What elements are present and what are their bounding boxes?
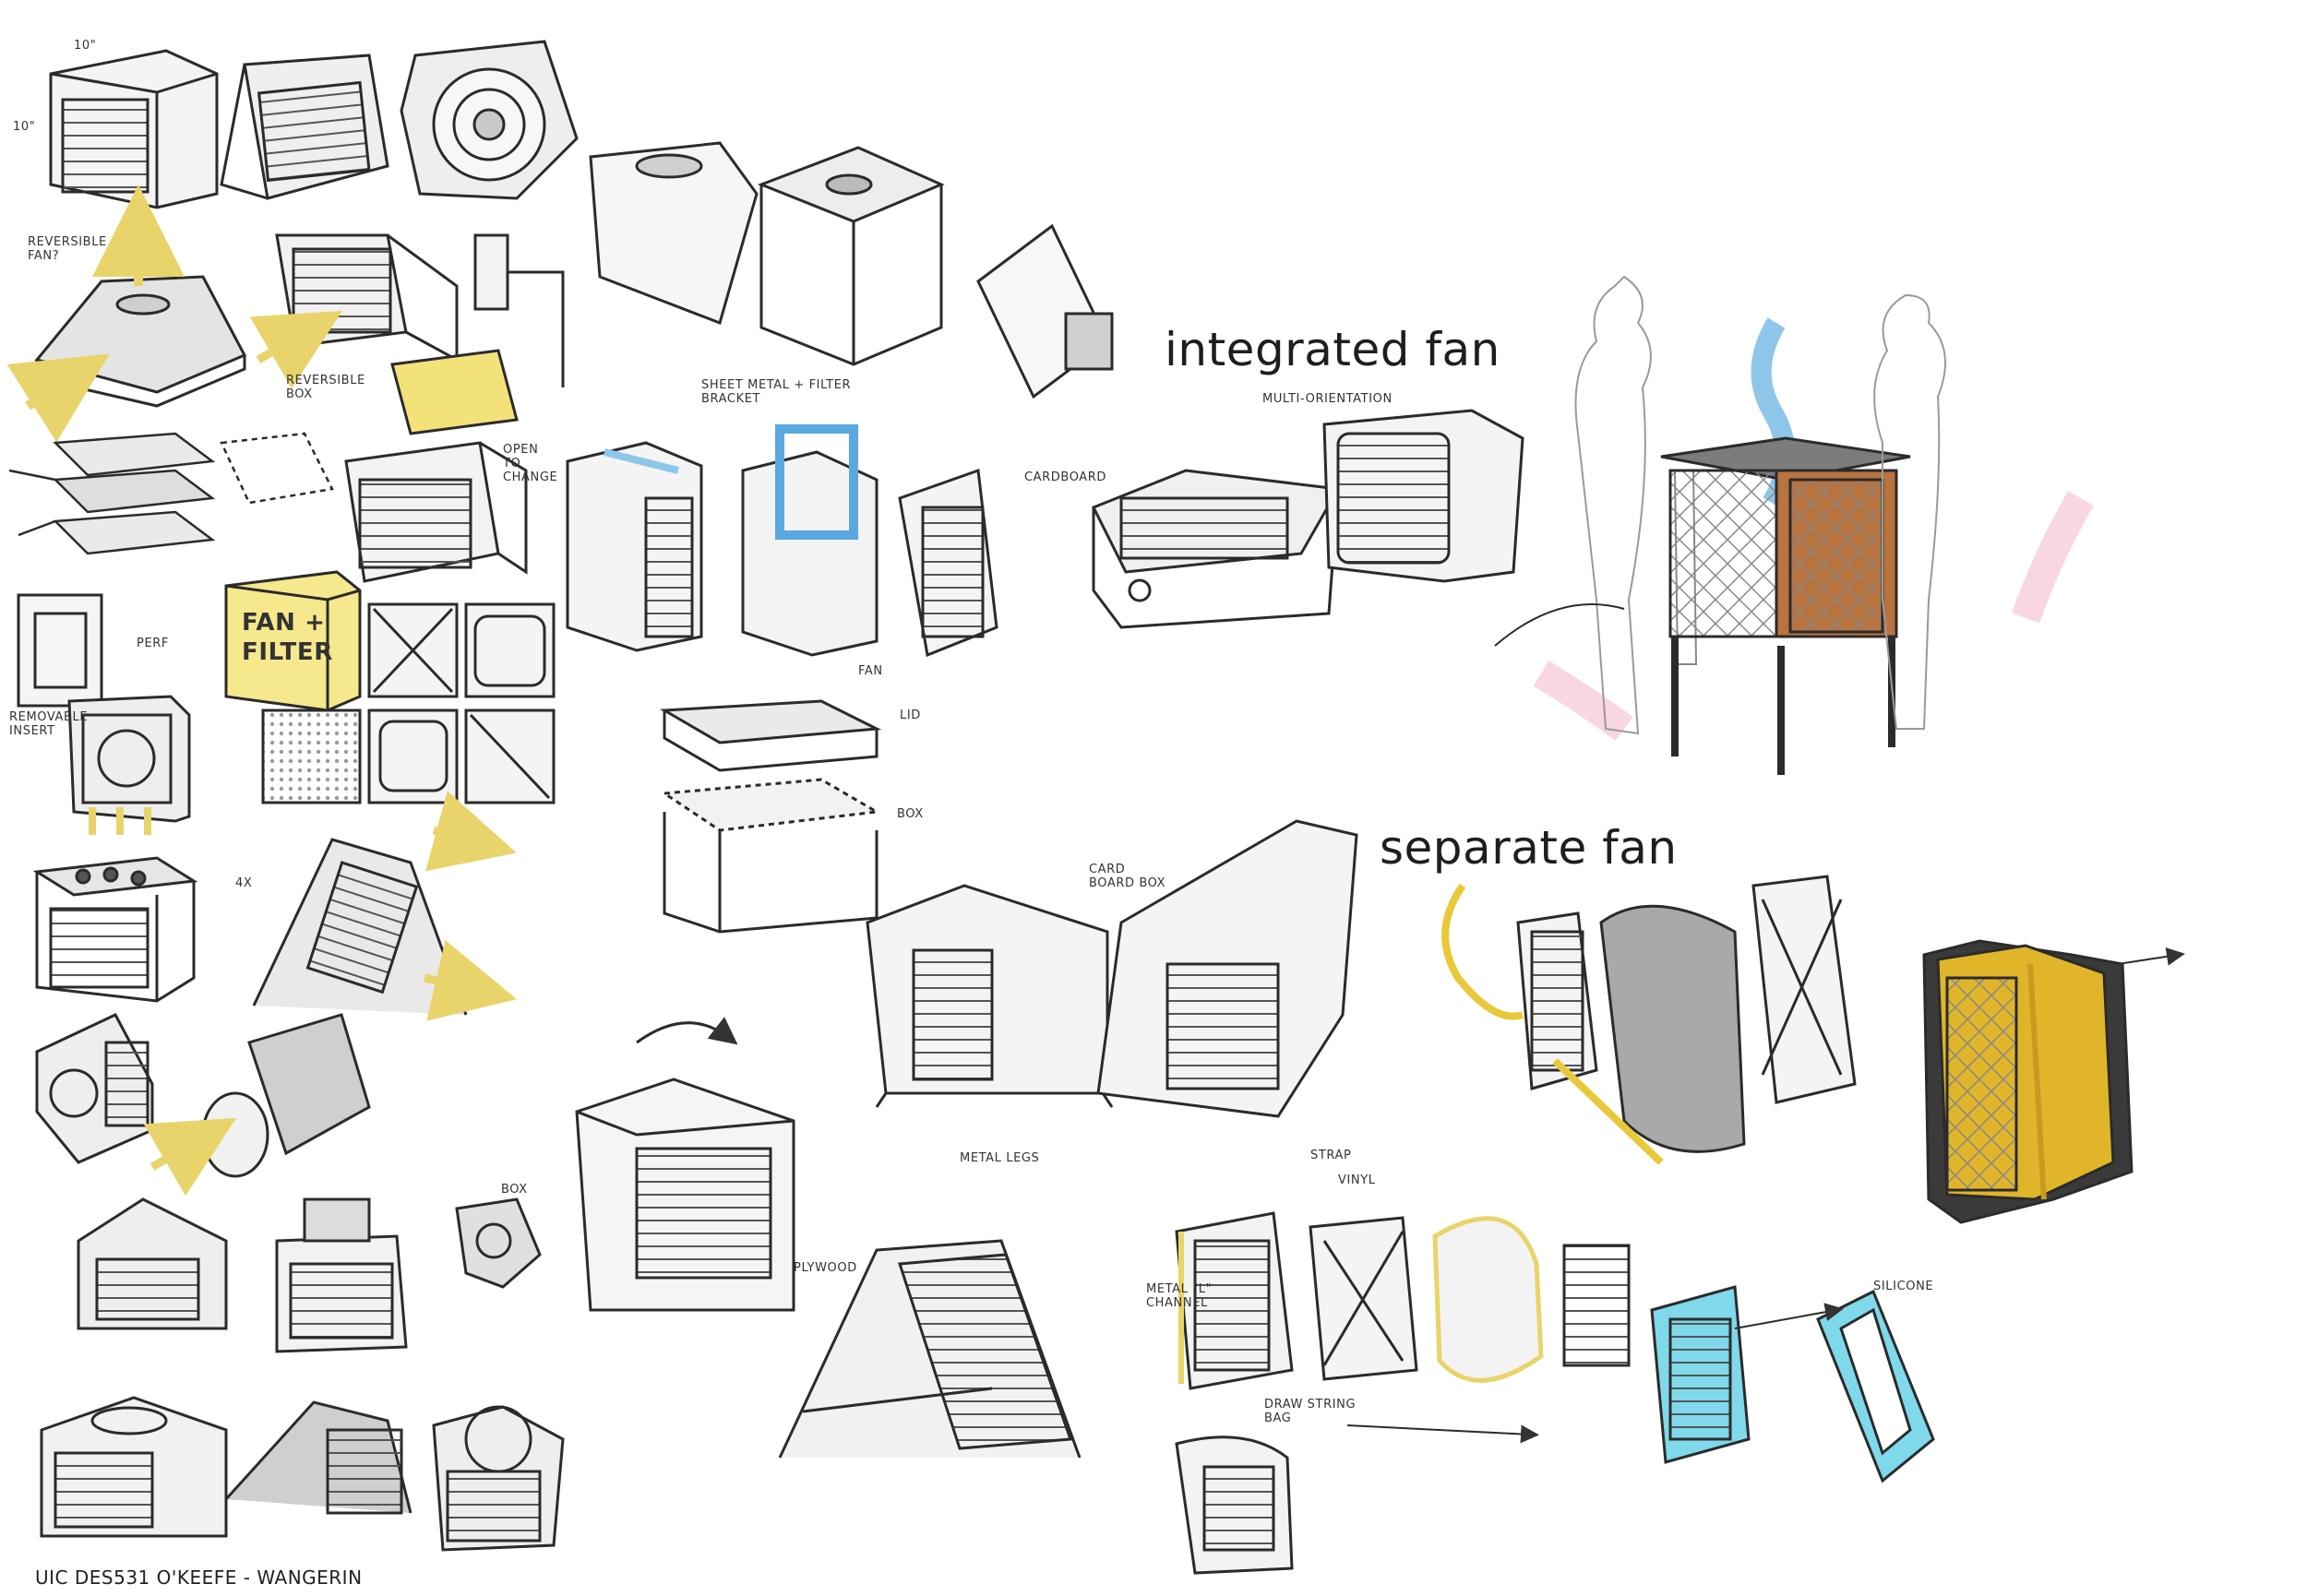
fan-filter-label-2: FILTER [242,638,333,666]
strap-filter-assembly-sketch [1441,875,1857,1165]
sheet-metal-box-sketch [566,441,703,652]
reversible-box-sketch [220,432,334,505]
triangle-fan-sketch [40,1396,228,1538]
card-board-box-note: CARD BOARD BOX [1089,863,1166,890]
angled-cube-fan-sketch [35,1013,154,1164]
hexagon-fan-sketch [400,40,579,200]
open-cube-fan-sketch [757,146,945,366]
draw-string-bag-note: DRAW STRING BAG [1264,1398,1357,1425]
box-note: BOX [897,807,924,821]
integrated-fan-heading: integrated fan [1165,323,1500,376]
cube-louver-sketch [49,49,219,209]
swap-arrow [1734,1303,1844,1329]
cardboard-a-frame-sketch-2 [1096,819,1358,1118]
vinyl-wrap-units-sketch [1175,1211,1631,1575]
yellow-bag-purifier-render [1922,939,2134,1224]
trapezoid-fan-sketch [34,275,247,408]
a-frame-sketch [252,838,468,1016]
multi-orientation-note: MULTI-ORIENTATION [1262,392,1393,406]
reversible-fan-note: REVERSIBLE FAN? [28,235,107,263]
fan-note: FAN [858,664,883,678]
integrated-fan-unit-sketch [1091,469,1341,629]
panel-variants-grid [261,602,556,804]
cardboard-a-frame-sketch-1 [866,884,1114,1108]
airflow-arrows [89,807,151,835]
open-lid-box-sketch [344,349,528,583]
height-dimension: 10" [13,120,36,134]
vinyl-note: VINYL [1338,1173,1376,1187]
cylinder-box-sketch [275,1197,408,1353]
house-box-sketch-1 [77,1197,228,1330]
lid-box-stack-sketch [659,699,882,934]
four-x-note: 4X [235,876,253,890]
flat-pack-sketch [8,432,216,555]
plywood-a-frame-sketch [778,1239,1082,1459]
silicone-note: SILICONE [1873,1280,1934,1293]
airflow-arrow [249,310,343,389]
box-note-2: BOX [501,1183,528,1197]
multi-orientation-unit-sketch [1322,409,1524,583]
airflow-arrow [143,1117,237,1197]
funnel-sketch [201,1013,371,1178]
tilted-filter-sketch [976,223,1114,399]
silicone-sleeve-sketch [1650,1285,1935,1483]
hexagon-fan-side-sketch [455,1197,542,1289]
lid-note: LID [900,709,921,722]
fan-filter-label-1: FAN + [242,609,326,637]
rotation-arrow [636,1017,738,1045]
airflow-curve [1494,603,1625,647]
pentagon-fan-sketch [432,1405,565,1552]
strap-note: STRAP [1310,1149,1352,1162]
open-to-change-note: OPEN TO CHANGE [503,443,558,484]
removable-insert-sketch [17,593,103,708]
sheet-metal-note: SHEET METAL + FILTER BRACKET [701,378,852,406]
airflow-arrow [423,940,518,1021]
louver-panel-sketch [898,468,998,658]
cube-fan-sketch [67,695,191,823]
author-credit: UIC DES531 O'KEEFE - WANGERIN [35,1566,363,1589]
removable-insert-note: REMOVABLE INSERT [9,710,89,738]
hinged-box-sketch [275,233,459,363]
pull-arrow [2117,947,2185,966]
holes-cube-sketch [32,856,198,1003]
separate-fan-heading: separate fan [1380,821,1678,875]
angled-box-sketch [220,54,389,200]
width-dimension: 10" [74,39,97,53]
perf-note: PERF [137,637,169,650]
reversible-box-note: REVERSIBLE BOX [286,374,365,401]
fan-filter-box-sketch [224,570,362,712]
side-table-purifier-scene [1533,275,2094,775]
triangle-fan-cabinet-sketch [589,141,759,325]
peaked-roof-box-sketch [575,1078,795,1312]
filter-slot-detail [473,233,565,387]
blue-bracket-box-sketch [741,424,879,657]
gable-box-sketch [224,1400,412,1515]
airflow-arrow [6,353,110,443]
plywood-note: PLYWOOD [794,1261,857,1275]
metal-legs-note: METAL LEGS [960,1151,1040,1165]
swap-arrow [1346,1424,1539,1444]
cardboard-note: CARDBOARD [1024,470,1107,484]
metal-l-channel-note: METAL "L" CHANNEL [1146,1282,1213,1310]
airflow-arrow [425,791,517,872]
